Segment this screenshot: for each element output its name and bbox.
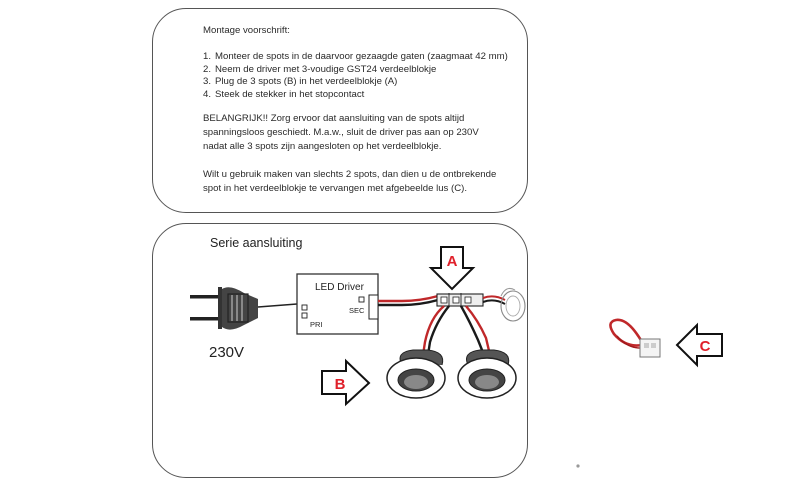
instruction-step: 4.Steek de stekker in het stopcontact xyxy=(203,88,365,100)
instructions-panel: Montage voorschrift: 1.Monteer de spots … xyxy=(152,8,528,213)
instruction-steps: 1.Monteer de spots in de daarvoor gezaag… xyxy=(203,51,508,101)
driver-sec-label: SEC xyxy=(349,306,365,315)
wiring-panel: Serie aansluiting 230V xyxy=(152,223,528,478)
note-line: spot in het verdeelblokje te vervangen m… xyxy=(203,183,467,194)
spot-wires xyxy=(421,305,492,356)
warning-line: nadat alle 3 spots zijn aangesloten op h… xyxy=(203,141,442,152)
warning-line: BELANGRIJK!! Zorg ervoor dat aansluiting… xyxy=(203,113,465,124)
driver-output-wires xyxy=(378,294,439,307)
driver-pri-label: PRI xyxy=(310,320,323,329)
instructions-title: Montage voorschrift: xyxy=(203,25,290,36)
led-spot-left xyxy=(386,349,446,399)
instruction-step: 2.Neem de driver met 3-voudige GST24 ver… xyxy=(203,63,437,75)
loop-connector xyxy=(609,318,661,358)
instruction-step: 3.Plug de 3 spots (B) in het verdeelblok… xyxy=(203,76,398,88)
led-driver: LED Driver SEC PRI xyxy=(296,273,379,335)
power-plug-icon xyxy=(190,287,298,330)
artifact-dot xyxy=(576,464,580,468)
third-spot-wires xyxy=(482,295,506,305)
driver-label: LED Driver xyxy=(315,282,365,293)
marker-a-label: A xyxy=(447,253,458,270)
marker-c-arrow: C xyxy=(675,322,723,368)
note-line: Wilt u gebruik maken van slechts 2 spots… xyxy=(203,169,497,180)
voltage-label: 230V xyxy=(209,344,245,361)
third-spot-outline xyxy=(500,288,526,322)
led-spot-right xyxy=(457,349,517,399)
wiring-title: Serie aansluiting xyxy=(210,236,303,250)
marker-b-arrow: B xyxy=(321,358,371,407)
marker-a-arrow: A xyxy=(428,246,476,291)
marker-c-label: C xyxy=(700,338,711,355)
warning-line: spanningsloos geschiedt. M.a.w., sluit d… xyxy=(203,127,479,138)
instruction-step: 1.Monteer de spots in de daarvoor gezaag… xyxy=(203,51,508,62)
junction-block xyxy=(436,293,484,307)
marker-b-label: B xyxy=(335,376,346,393)
